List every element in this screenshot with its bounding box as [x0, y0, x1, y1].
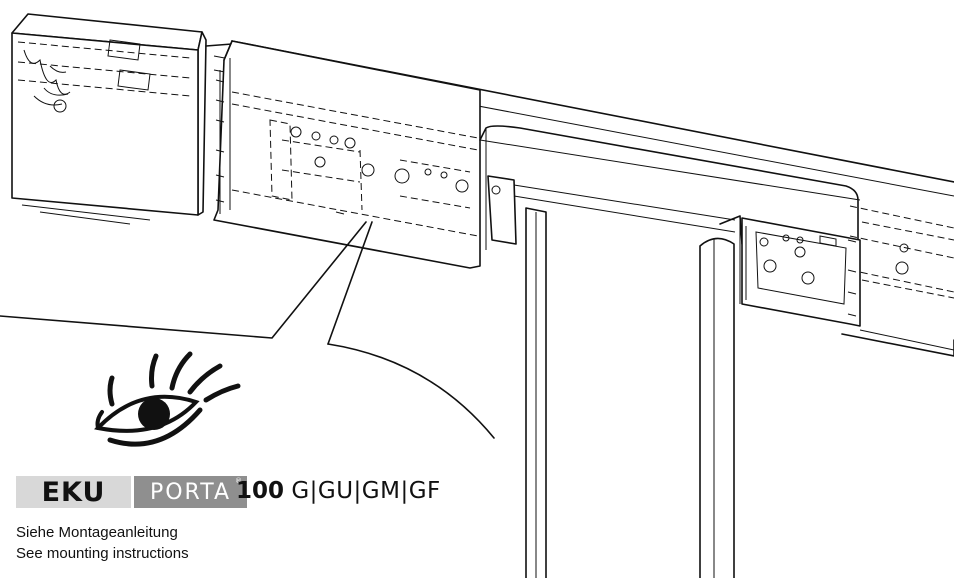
model-variants: G|GU|GM|GF	[291, 478, 441, 504]
brand-secondary-text: PORTA	[149, 479, 232, 505]
brand-secondary: PORTA ®	[134, 476, 247, 508]
brand-primary: EKU	[16, 476, 131, 508]
fascia-cover-left	[213, 40, 481, 269]
end-cap-box	[11, 13, 207, 225]
model-number: 100	[236, 478, 285, 504]
instruction-german: Siehe Montageanleitung	[16, 524, 178, 541]
callout-lines	[0, 221, 495, 439]
product-model: 100 G|GU|GM|GF	[236, 478, 441, 504]
brand-logo: EKU PORTA ®	[16, 476, 247, 508]
sliding-leaf	[699, 215, 743, 578]
instruction-english: See mounting instructions	[16, 545, 189, 562]
eye-icon	[94, 351, 241, 447]
fascia-cover-right	[739, 217, 954, 357]
registered-mark: ®	[235, 477, 242, 485]
door-frame	[479, 125, 859, 578]
